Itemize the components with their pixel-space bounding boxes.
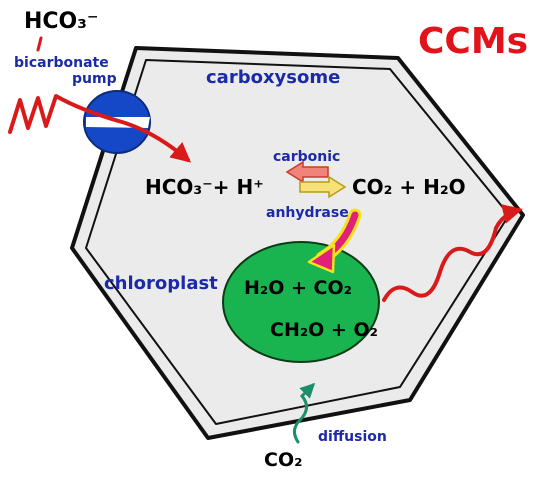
external-co2-label: CO₂ [264, 449, 302, 471]
carbonic-anhydrase-arrows [285, 160, 347, 199]
chloroplast-label: chloroplast [104, 273, 218, 294]
diffusion-label: diffusion [318, 429, 387, 445]
title: CCMs [418, 21, 528, 62]
enzyme-label-line2: anhydrase [266, 205, 349, 221]
oxygen-efflux-arrow [382, 204, 523, 302]
external-bicarbonate-label: HCO₃⁻ [24, 9, 99, 34]
co2-delivery-arrowhead [307, 243, 336, 274]
chloroplast [222, 241, 380, 363]
pump-label-tick [36, 36, 43, 52]
carboxysome-label: carboxysome [206, 67, 340, 88]
chloroplast-products-label: CH₂O + O₂ [270, 319, 378, 341]
bicarbonate-pump-label-line1: bicarbonate [14, 55, 109, 71]
enzyme-label-line1: carbonic [273, 149, 340, 165]
bicarbonate-pump-label-line2: pump [72, 71, 117, 87]
chloroplast-reactants-label: H₂O + CO₂ [244, 277, 352, 299]
reaction-right-label: CO₂ + H₂O [352, 175, 466, 199]
bicarbonate-influx-arrow [8, 94, 192, 163]
cell-boundary-inner [85, 59, 510, 425]
diffusion-arrow [293, 382, 316, 444]
reaction-left-label: HCO₃⁻+ H⁺ [145, 175, 264, 199]
